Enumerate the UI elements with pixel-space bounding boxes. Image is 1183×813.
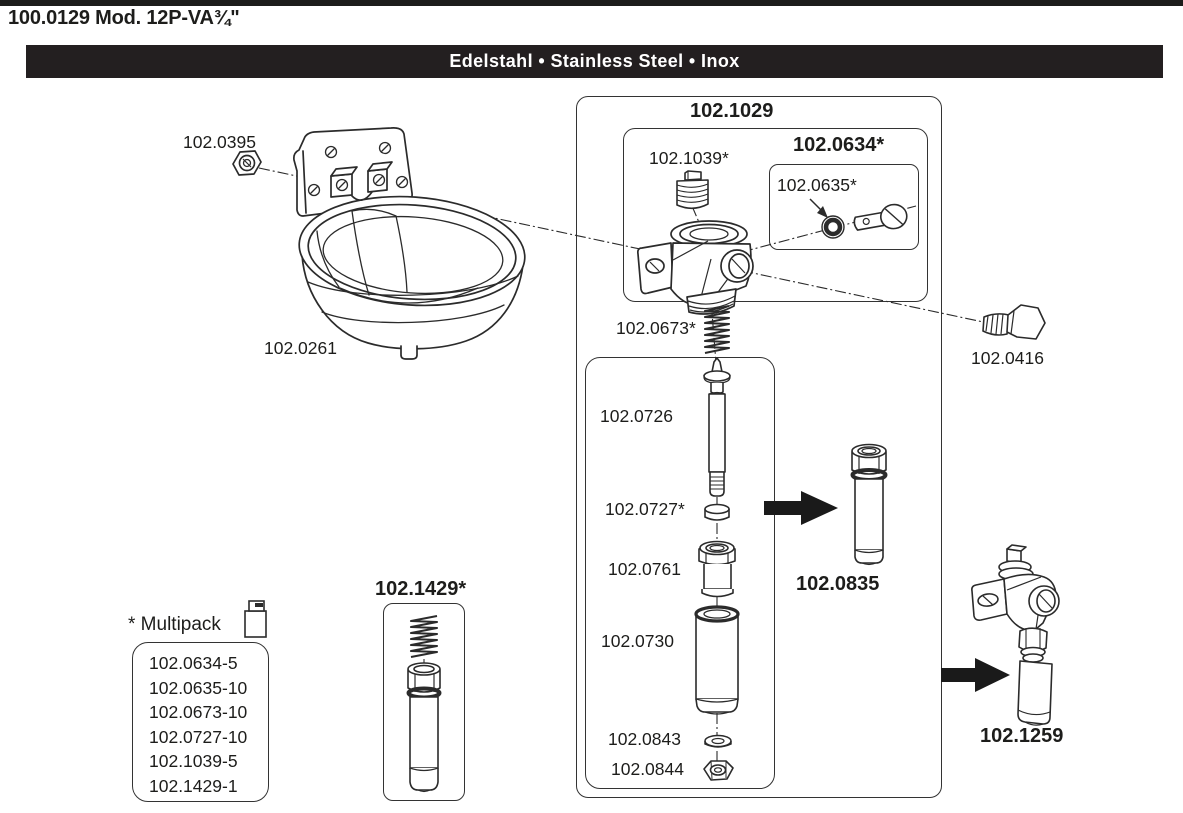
multipack-item-list: 102.0634-5 102.0635-10 102.0673-10 102.0… (149, 651, 247, 798)
bolt-drawing (982, 304, 1046, 340)
multipack-box (132, 642, 269, 802)
cartridge-drawing (850, 443, 888, 566)
arrow-to-cartridge (764, 491, 838, 525)
part-label-seal: 102.0727* (605, 499, 685, 519)
spring-drawing (703, 304, 731, 355)
o-ring-drawing (809, 198, 845, 239)
part-label-mount-nut: 102.0395 (183, 132, 256, 152)
tube-drawing (694, 605, 740, 715)
gland-drawing (698, 540, 736, 598)
mount-nut-drawing (232, 150, 262, 176)
valve-body-drawing (636, 220, 754, 315)
part-label-plug: 102.1039* (649, 148, 729, 168)
complete-valve-drawing (971, 544, 1060, 726)
material-banner: Edelstahl • Stainless Steel • Inox (26, 45, 1163, 78)
part-label-cartridge-set: 102.1429* (375, 578, 467, 600)
group-box-cartridge-set (383, 603, 465, 801)
part-label-o-ring: 102.0635* (777, 175, 857, 195)
part-label-adjuster-set: 102.0634* (793, 134, 885, 156)
multipack-item: 102.0635-10 (149, 677, 248, 698)
stem-drawing (703, 357, 731, 497)
part-label-nut: 102.0844 (611, 759, 684, 779)
bowl-drawing (293, 127, 526, 360)
nut-drawing (703, 760, 734, 781)
group-box-adjuster-set (769, 164, 919, 250)
multipack-item: 102.0634-5 (149, 653, 238, 673)
part-label-cartridge: 102.0835 (796, 573, 880, 595)
carton-icon (244, 600, 267, 638)
multipack-item: 102.1429-1 (149, 775, 238, 796)
part-label-washer: 102.0843 (608, 729, 681, 749)
part-label-spring: 102.0673* (616, 318, 696, 338)
part-label-valve-assembly: 102.1029 (690, 100, 774, 122)
group-box-valve-assembly (576, 96, 942, 798)
adjuster-screw-drawing (853, 203, 908, 231)
washer-drawing (704, 734, 732, 748)
multipack-item: 102.0727-10 (149, 726, 248, 747)
part-label-stem: 102.0726 (600, 406, 673, 426)
multipack-item: 102.1039-5 (149, 751, 238, 771)
group-box-valve-body (623, 128, 928, 302)
part-label-bowl: 102.0261 (264, 338, 337, 358)
page-title: 100.0129 Mod. 12P-VA¾" (8, 7, 240, 29)
multipack-label: * Multipack (128, 614, 221, 635)
part-label-gland: 102.0761 (608, 559, 681, 579)
group-box-stem-parts (585, 357, 775, 789)
assembly-arrows (764, 491, 1010, 692)
arrow-to-complete-valve (941, 658, 1010, 692)
seal-washer-drawing (704, 503, 730, 521)
part-label-complete-valve: 102.1259 (980, 725, 1064, 747)
part-label-bolt: 102.0416 (971, 348, 1044, 368)
plug-drawing (676, 170, 709, 210)
part-label-tube: 102.0730 (601, 631, 674, 651)
multipack-item: 102.0673-10 (149, 702, 248, 722)
cartridge-set-drawing (406, 614, 442, 793)
top-rule (0, 0, 1183, 6)
